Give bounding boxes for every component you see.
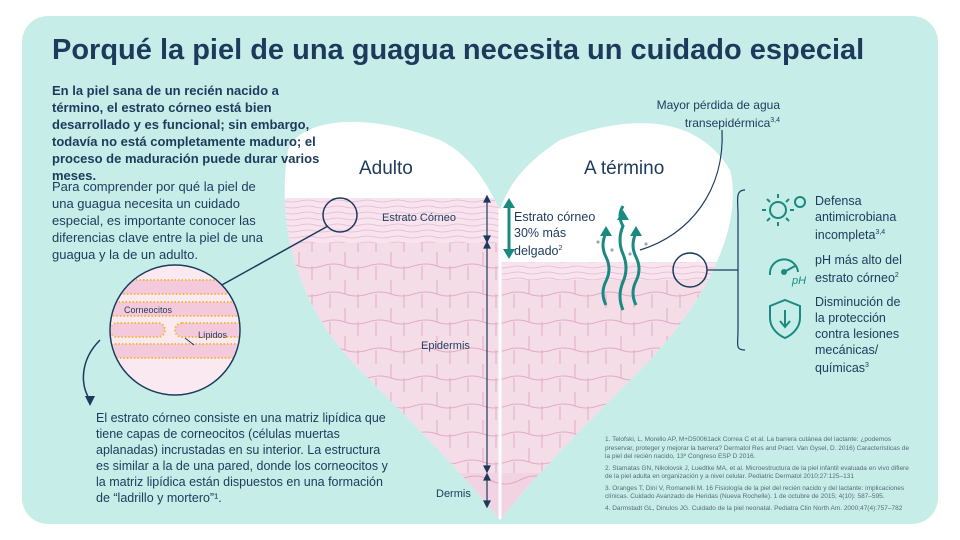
reference-item: 4. Darmstadt GL, Dinulos JG. Cuidado de … — [605, 504, 903, 512]
ph-icon: pH — [768, 258, 806, 287]
feature-antimicrobial: Defensa antimicrobiana incompleta3,4 — [815, 194, 897, 243]
reference-item: 3. Oranges T, Dini V, Romanelli M. 16 Fi… — [605, 484, 905, 501]
adult-heading: Adulto — [359, 158, 413, 179]
transepidermal-note: Mayor pérdida de agua transepidérmica3,4 — [656, 98, 780, 130]
thinner-note: Estrato córneo 30% más delgado2 — [514, 210, 596, 259]
reference-item: 2. Stamatas GN, Nikolovsk J, Luedtke MA,… — [605, 464, 909, 481]
thinner-arrow — [503, 198, 515, 259]
intro-bold-text: En la piel sana de un recién nacido a té… — [52, 83, 320, 183]
feature-protection: Disminución de la protección contra lesi… — [815, 295, 901, 376]
shield-icon — [769, 298, 801, 340]
lipidos-label: Lípidos — [198, 330, 228, 340]
estrato-corneo-label: Estrato Córneo — [382, 212, 456, 224]
dermis-label: Dermis — [436, 488, 471, 500]
feature-ph: pH más alto del estrato córneo2 — [815, 253, 902, 286]
epidermis-label: Epidermis — [421, 340, 470, 352]
corneocitos-label: Corneocitos — [124, 305, 173, 315]
adult-scale — [483, 194, 491, 509]
term-heading: A término — [584, 158, 665, 179]
reference-item: 1. Telofski, L, Morello AP, M+D50061ack … — [605, 436, 910, 460]
references: 1. Telofski, L, Morello AP, M+D50061ack … — [605, 436, 913, 516]
page-title: Porqué la piel de una guagua necesita un… — [52, 34, 865, 66]
structure-description: El estrato córneo consiste en una matriz… — [96, 411, 388, 505]
zoom-lens — [109, 264, 241, 396]
intro-text: Para comprender por qué la piel de una g… — [52, 179, 264, 262]
microbe-icon — [762, 194, 806, 226]
water-loss-arrows — [601, 205, 641, 311]
ph-icon-label: pH — [791, 275, 806, 287]
